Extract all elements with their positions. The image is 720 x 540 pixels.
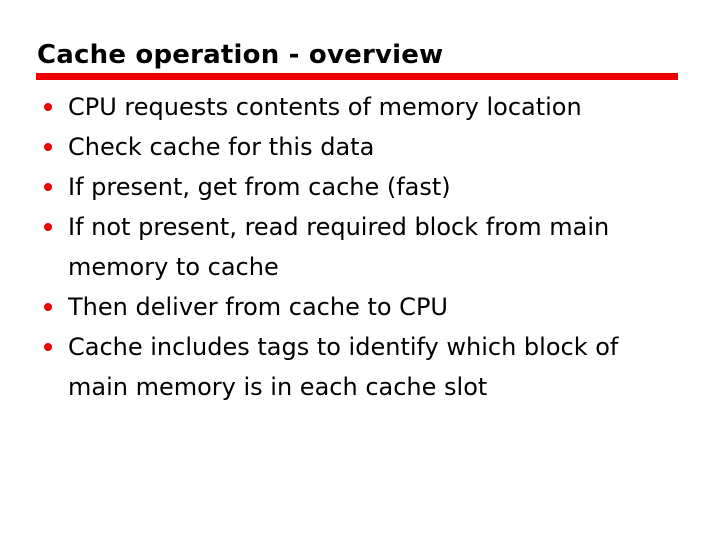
bullet-dot-icon <box>44 183 52 191</box>
bullet-item: CPU requests contents of memory location <box>44 87 650 127</box>
bullet-dot-icon <box>44 223 52 231</box>
bullet-item: If present, get from cache (fast) <box>44 167 650 207</box>
bullet-text: CPU requests contents of memory location <box>68 93 582 121</box>
bullet-text: If present, get from cache (fast) <box>68 173 451 201</box>
bullet-dot-icon <box>44 103 52 111</box>
bullet-dot-icon <box>44 343 52 351</box>
bullet-list: CPU requests contents of memory location… <box>44 87 650 407</box>
bullet-text: Check cache for this data <box>68 133 375 161</box>
bullet-item: If not present, read required block from… <box>44 207 650 287</box>
bullet-text: Cache includes tags to identify which bl… <box>68 333 619 401</box>
slide-title: Cache operation - overview <box>37 40 444 70</box>
bullet-dot-icon <box>44 303 52 311</box>
bullet-text: Then deliver from cache to CPU <box>68 293 448 321</box>
title-underline-rule <box>36 73 678 80</box>
bullet-item: Then deliver from cache to CPU <box>44 287 650 327</box>
bullet-dot-icon <box>44 143 52 151</box>
bullet-item: Check cache for this data <box>44 127 650 167</box>
bullet-item: Cache includes tags to identify which bl… <box>44 327 650 407</box>
bullet-text: If not present, read required block from… <box>68 213 610 281</box>
